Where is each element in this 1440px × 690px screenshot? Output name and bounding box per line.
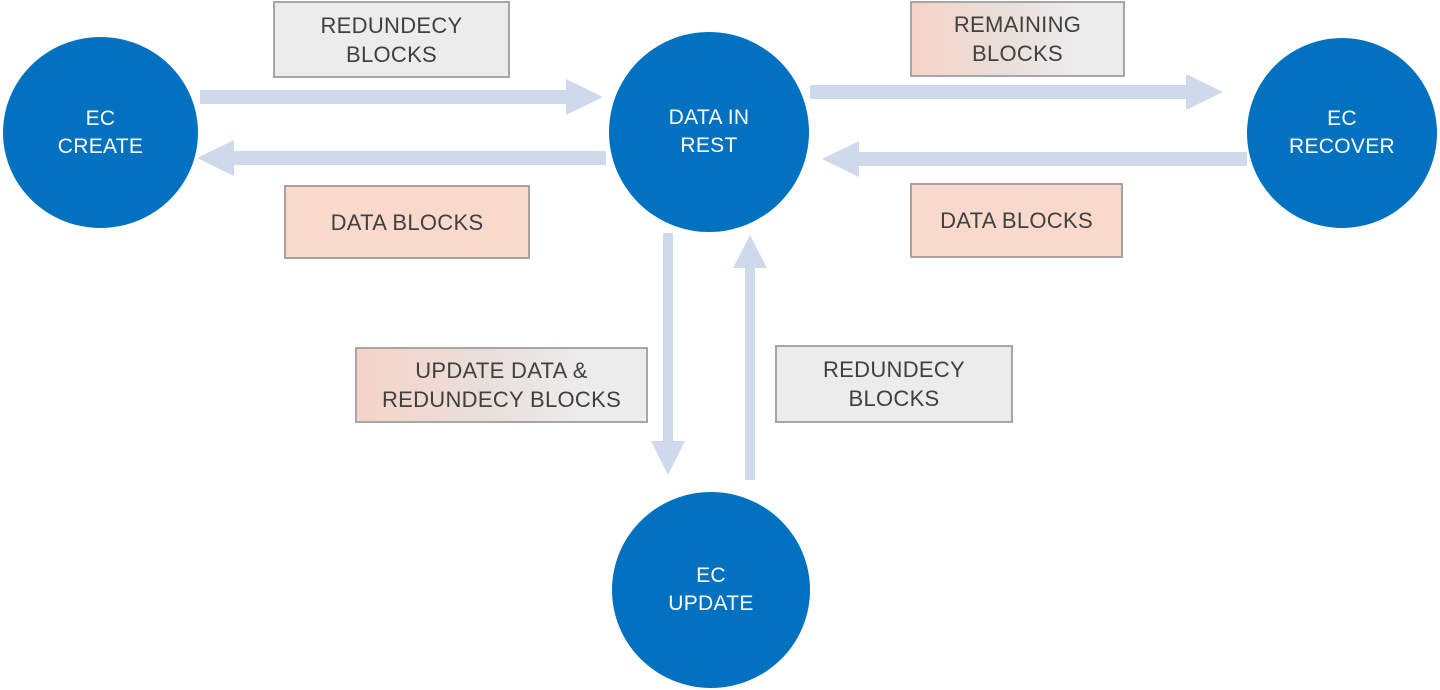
label-redundecy-blocks-top: REDUNDECY BLOCKS	[273, 1, 510, 78]
node-label-line: EC	[1327, 107, 1357, 130]
arrow-create-to-rest-shaft	[200, 90, 566, 104]
node-label-line: EC	[85, 106, 116, 130]
node-label-line: CREATE	[57, 134, 144, 158]
label-redundecy-blocks-bottom: REDUNDECY BLOCKS	[775, 345, 1013, 423]
node-label-line: EC	[696, 564, 726, 587]
node-data-in-rest: DATA IN REST	[609, 32, 809, 232]
label-line: REDUNDECY BLOCKS	[381, 387, 622, 412]
arrow-update-to-rest-shaft	[745, 267, 755, 480]
label-remaining-blocks: REMAINING BLOCKS	[910, 1, 1125, 77]
label-line: BLOCKS	[345, 41, 438, 67]
label-line: BLOCKS	[971, 41, 1064, 66]
arrow-recover-to-rest-shaft	[859, 152, 1247, 166]
node-label-line: DATA IN	[668, 106, 750, 129]
arrow-rest-to-recover-shaft	[810, 85, 1186, 99]
node-label-line: UPDATE	[668, 592, 754, 615]
label-line: BLOCKS	[848, 386, 940, 411]
arrow-update-to-rest-head-icon	[733, 235, 767, 268]
label-data-blocks-right: DATA BLOCKS	[910, 183, 1123, 258]
arrow-recover-to-rest-head-icon	[822, 141, 859, 177]
label-line: REDUNDECY	[822, 357, 966, 382]
node-label-line: RECOVER	[1289, 135, 1395, 158]
label-line: DATA BLOCKS	[330, 209, 484, 235]
node-ec-create: EC CREATE	[3, 37, 198, 228]
node-ec-recover: EC RECOVER	[1247, 38, 1437, 228]
label-data-blocks-left: DATA BLOCKS	[284, 185, 530, 259]
arrow-rest-to-update-head-icon	[651, 441, 685, 475]
arrow-rest-to-recover-head-icon	[1186, 74, 1223, 110]
label-line: UPDATE DATA &	[415, 358, 588, 383]
arrow-rest-to-create-shaft	[234, 151, 606, 165]
arrow-rest-to-update-shaft	[663, 233, 673, 441]
label-line: DATA BLOCKS	[940, 208, 1093, 233]
label-update-data-redundecy-blocks: UPDATE DATA & REDUNDECY BLOCKS	[355, 347, 648, 423]
node-ec-update: EC UPDATE	[612, 492, 810, 688]
arrow-create-to-rest-head-icon	[566, 79, 603, 115]
label-line: REMAINING	[953, 12, 1082, 37]
label-line: REDUNDECY	[320, 12, 463, 38]
node-label-line: REST	[680, 134, 738, 157]
arrow-rest-to-create-head-icon	[197, 140, 234, 176]
